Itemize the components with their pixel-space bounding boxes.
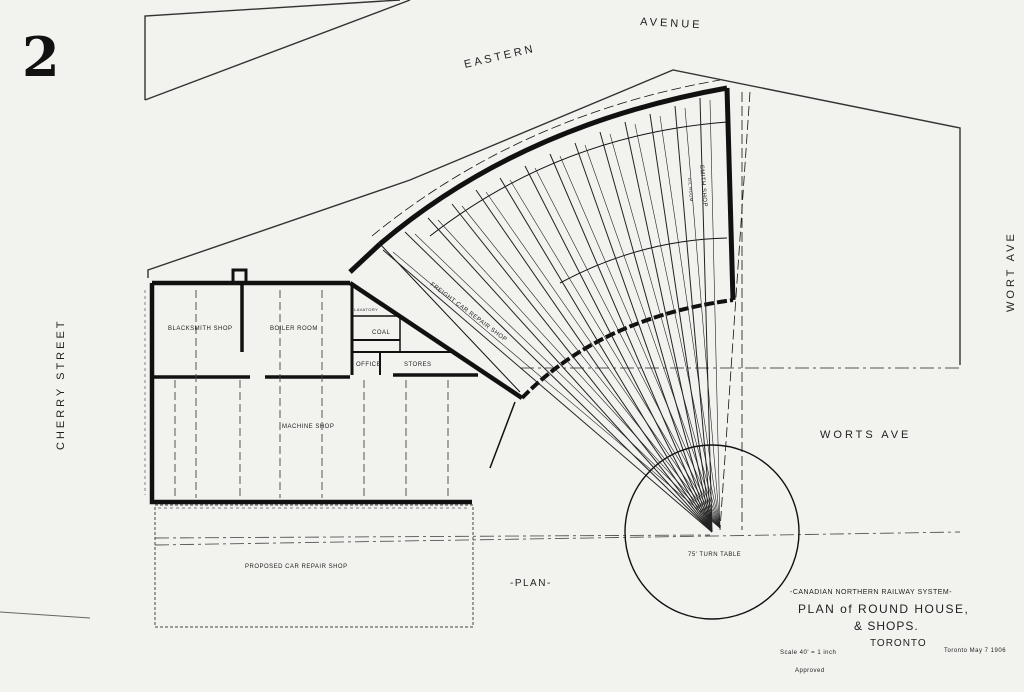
company-label: -CANADIAN NORTHERN RAILWAY SYSTEM- [790, 589, 952, 596]
stall-track-rail [709, 99, 721, 529]
city-label: TORONTO [870, 638, 927, 649]
coal-label: COAL [372, 330, 391, 336]
svg-text:AVENUE: AVENUE [640, 16, 703, 31]
stores-label: STORES [404, 362, 432, 368]
stall-track [382, 249, 713, 533]
oil-room-label: OIL ROOM [687, 178, 694, 202]
stall-track [599, 131, 713, 533]
date-label: Toronto May 7 1906 [944, 648, 1006, 654]
stall-track-rail [684, 107, 721, 529]
machine-shop-label: MACHINE SHOP [282, 424, 334, 430]
radial-stall-tracks [382, 97, 721, 533]
round-house [348, 79, 751, 531]
office-label: OFFICE [356, 362, 381, 368]
shops-building [144, 268, 524, 509]
cherry-street-label: CHERRY STREET [55, 318, 67, 450]
margin-mark [0, 611, 91, 619]
scale-label: Scale 40' = 1 inch [780, 650, 836, 656]
stall-track [674, 105, 713, 533]
stall-track [427, 217, 713, 533]
stall-track [574, 142, 713, 533]
stall-track [549, 153, 713, 533]
approved-label: Approved [795, 668, 825, 674]
stall-track [699, 97, 713, 533]
stall-track [624, 121, 713, 533]
title-block: -CANADIAN NORTHERN RAILWAY SYSTEM- PLAN … [780, 589, 1006, 674]
wort-ave-label: WORT AVE [1005, 231, 1017, 312]
room-labels: BLACKSMITH SHOP BOILER ROOM COAL STORES … [168, 307, 432, 570]
property-boundary [144, 0, 961, 365]
boiler-room-label: BOILER ROOM [270, 326, 318, 332]
smith-shop-label: SMITH SHOP [698, 165, 708, 208]
stall-track [499, 177, 713, 533]
street-centerlines [154, 367, 961, 546]
drawing-subtitle: & SHOPS. [854, 619, 919, 633]
stall-track-rail [414, 233, 721, 529]
turn-table-label: 75' TURN TABLE [688, 552, 741, 558]
drawing-title: PLAN of ROUND HOUSE, [798, 602, 969, 616]
stall-track [451, 203, 713, 533]
stall-track [649, 113, 713, 533]
stall-track-rail [392, 251, 721, 529]
worts-ave-label: WORTS AVE [820, 429, 911, 441]
lavatory-label: LAVATORY [354, 307, 378, 312]
blacksmith-shop-label: BLACKSMITH SHOP [168, 326, 233, 332]
plan-label: -PLAN- [510, 578, 552, 589]
stall-track [404, 231, 713, 533]
figure-number: 2 [22, 25, 60, 89]
stall-track [475, 189, 713, 533]
proposed-car-repair-shop-label: PROPOSED CAR REPAIR SHOP [245, 564, 348, 570]
stall-track [524, 165, 713, 533]
stall-track-rail [437, 219, 721, 529]
turn-table-circle [624, 444, 800, 620]
